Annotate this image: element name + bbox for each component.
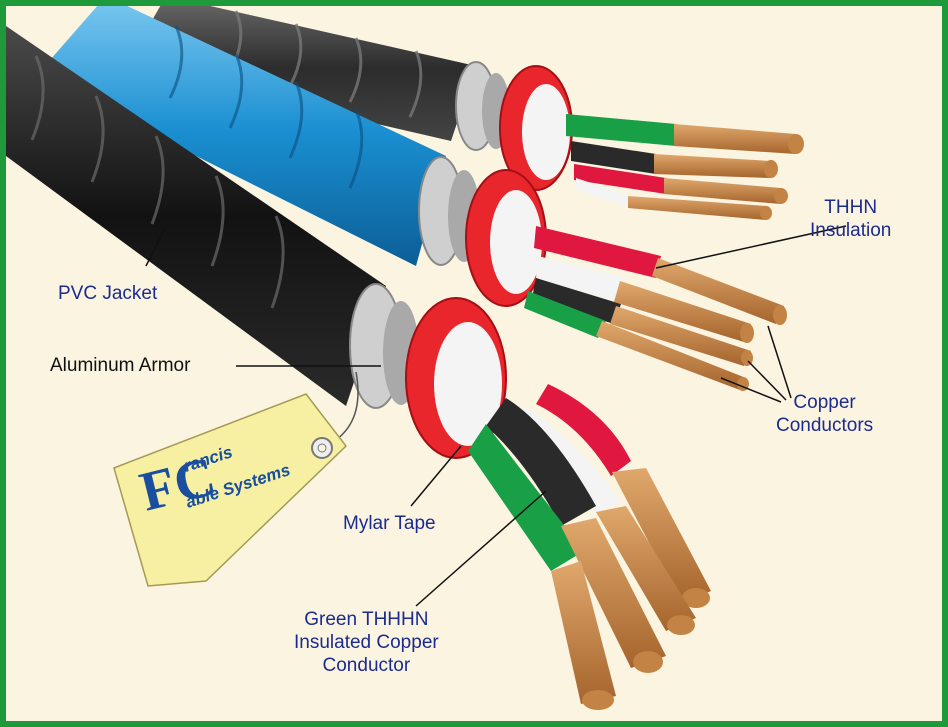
label-copper-conductors: Copper Conductors	[776, 392, 874, 436]
cable-middle	[36, 6, 787, 391]
cable-illustration: FC rancis able Systems	[6, 6, 847, 710]
leader-copper-2	[747, 360, 787, 401]
leader-copper-1	[767, 325, 792, 399]
label-aluminum-armor: Aluminum Armor	[50, 355, 191, 376]
leader-mylar-tape	[410, 445, 462, 507]
label-pvc-jacket: PVC Jacket	[58, 283, 158, 304]
label-green-conductor: Green THHHN Insulated Copper Conductor	[294, 609, 439, 676]
leader-thhn-insulation	[655, 225, 847, 269]
label-mylar-tape: Mylar Tape	[343, 513, 436, 534]
cable-back	[126, 6, 804, 220]
leader-copper-3	[720, 377, 782, 403]
leader-lines	[145, 225, 847, 607]
label-thhn-insulation: THHN Insulation	[810, 197, 892, 241]
leader-green-conductor	[415, 490, 547, 607]
leader-pvc-jacket	[145, 225, 167, 267]
cable-tag: FC rancis able Systems	[113, 371, 359, 587]
cable-front	[6, 26, 711, 710]
